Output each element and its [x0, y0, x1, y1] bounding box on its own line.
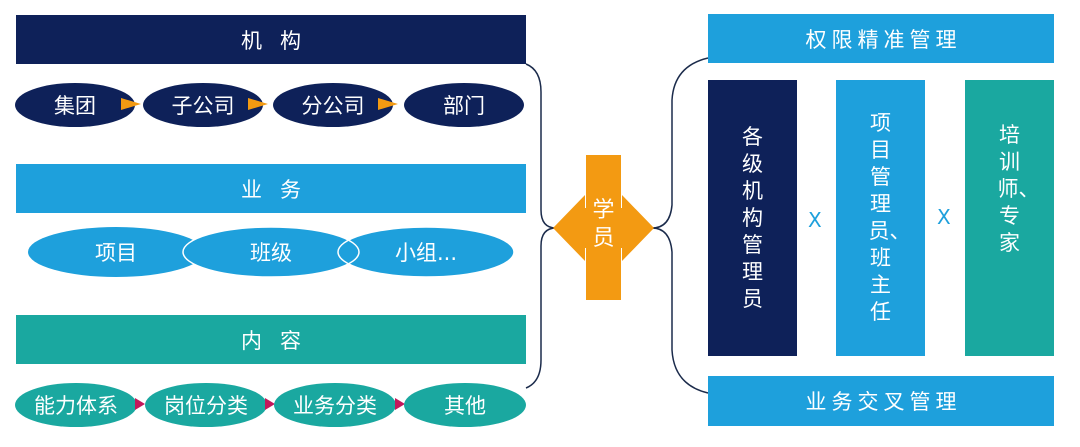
content-item-other: 其他: [404, 383, 526, 427]
role-trainer-expert: 培训师、专家: [965, 80, 1054, 356]
content-item-label: 业务分类: [293, 394, 377, 418]
org-item-subsidiary: 子公司: [143, 83, 263, 127]
org-item-group: 集团: [15, 83, 135, 127]
business-header-label: 业务: [241, 177, 319, 202]
org-header-label: 机构: [241, 28, 319, 53]
org-header: 机构: [16, 15, 526, 64]
student-label-text: 学员: [592, 198, 615, 251]
cross-separator-2: X: [937, 205, 951, 229]
content-header-label: 内容: [241, 328, 319, 353]
precise-permission-header: 权限精准管理: [708, 14, 1054, 63]
org-item-label: 部门: [443, 94, 485, 118]
org-arrow-icon: [378, 98, 398, 110]
role-project-admin: 项目管理员、班主任: [836, 80, 925, 356]
role-trainer-expert-label: 培训师、专家: [997, 123, 1040, 255]
business-ellipse-outlines: [182, 226, 515, 278]
role-org-admin: 各级机构管理员: [708, 80, 797, 356]
content-item-label: 能力体系: [34, 394, 118, 418]
content-header: 内容: [16, 315, 526, 364]
role-org-admin-label: 各级机构管理员: [742, 124, 763, 311]
business-item-project: 项目: [28, 227, 204, 277]
org-arrow-icon: [121, 98, 141, 110]
content-arrow-icon: [265, 398, 275, 410]
business-item-label: 班级: [250, 241, 292, 265]
content-item-label: 岗位分类: [164, 394, 248, 418]
separator-label: X: [808, 208, 822, 232]
student-trunk: [586, 155, 621, 300]
content-item-ability: 能力体系: [15, 383, 137, 427]
org-item-branch: 分公司: [273, 83, 393, 127]
org-item-department: 部门: [404, 83, 524, 127]
content-arrow-icon: [135, 398, 145, 410]
precise-permission-label: 权限精准管理: [805, 27, 962, 52]
separator-label: X: [937, 205, 951, 229]
content-arrow-icon: [395, 398, 405, 410]
content-item-position: 岗位分类: [145, 383, 267, 427]
content-item-label: 其他: [444, 394, 486, 418]
org-item-label: 集团: [54, 94, 96, 118]
cross-business-header: 业务交叉管理: [708, 376, 1054, 426]
org-item-label: 子公司: [171, 94, 235, 118]
cross-business-label: 业务交叉管理: [805, 390, 962, 414]
business-item-class: 班级: [183, 227, 359, 277]
student-label: 学员: [586, 190, 621, 260]
business-item-group: 小组...: [338, 227, 514, 277]
business-header: 业务: [16, 164, 526, 213]
business-item-label: 项目: [95, 241, 137, 265]
role-project-admin-label: 项目管理员、班主任: [868, 111, 911, 324]
cross-separator-1: X: [808, 208, 822, 232]
org-arrow-icon: [248, 98, 268, 110]
business-item-label: 小组...: [394, 241, 458, 265]
content-item-business: 业务分类: [274, 383, 396, 427]
org-item-label: 分公司: [301, 94, 365, 118]
